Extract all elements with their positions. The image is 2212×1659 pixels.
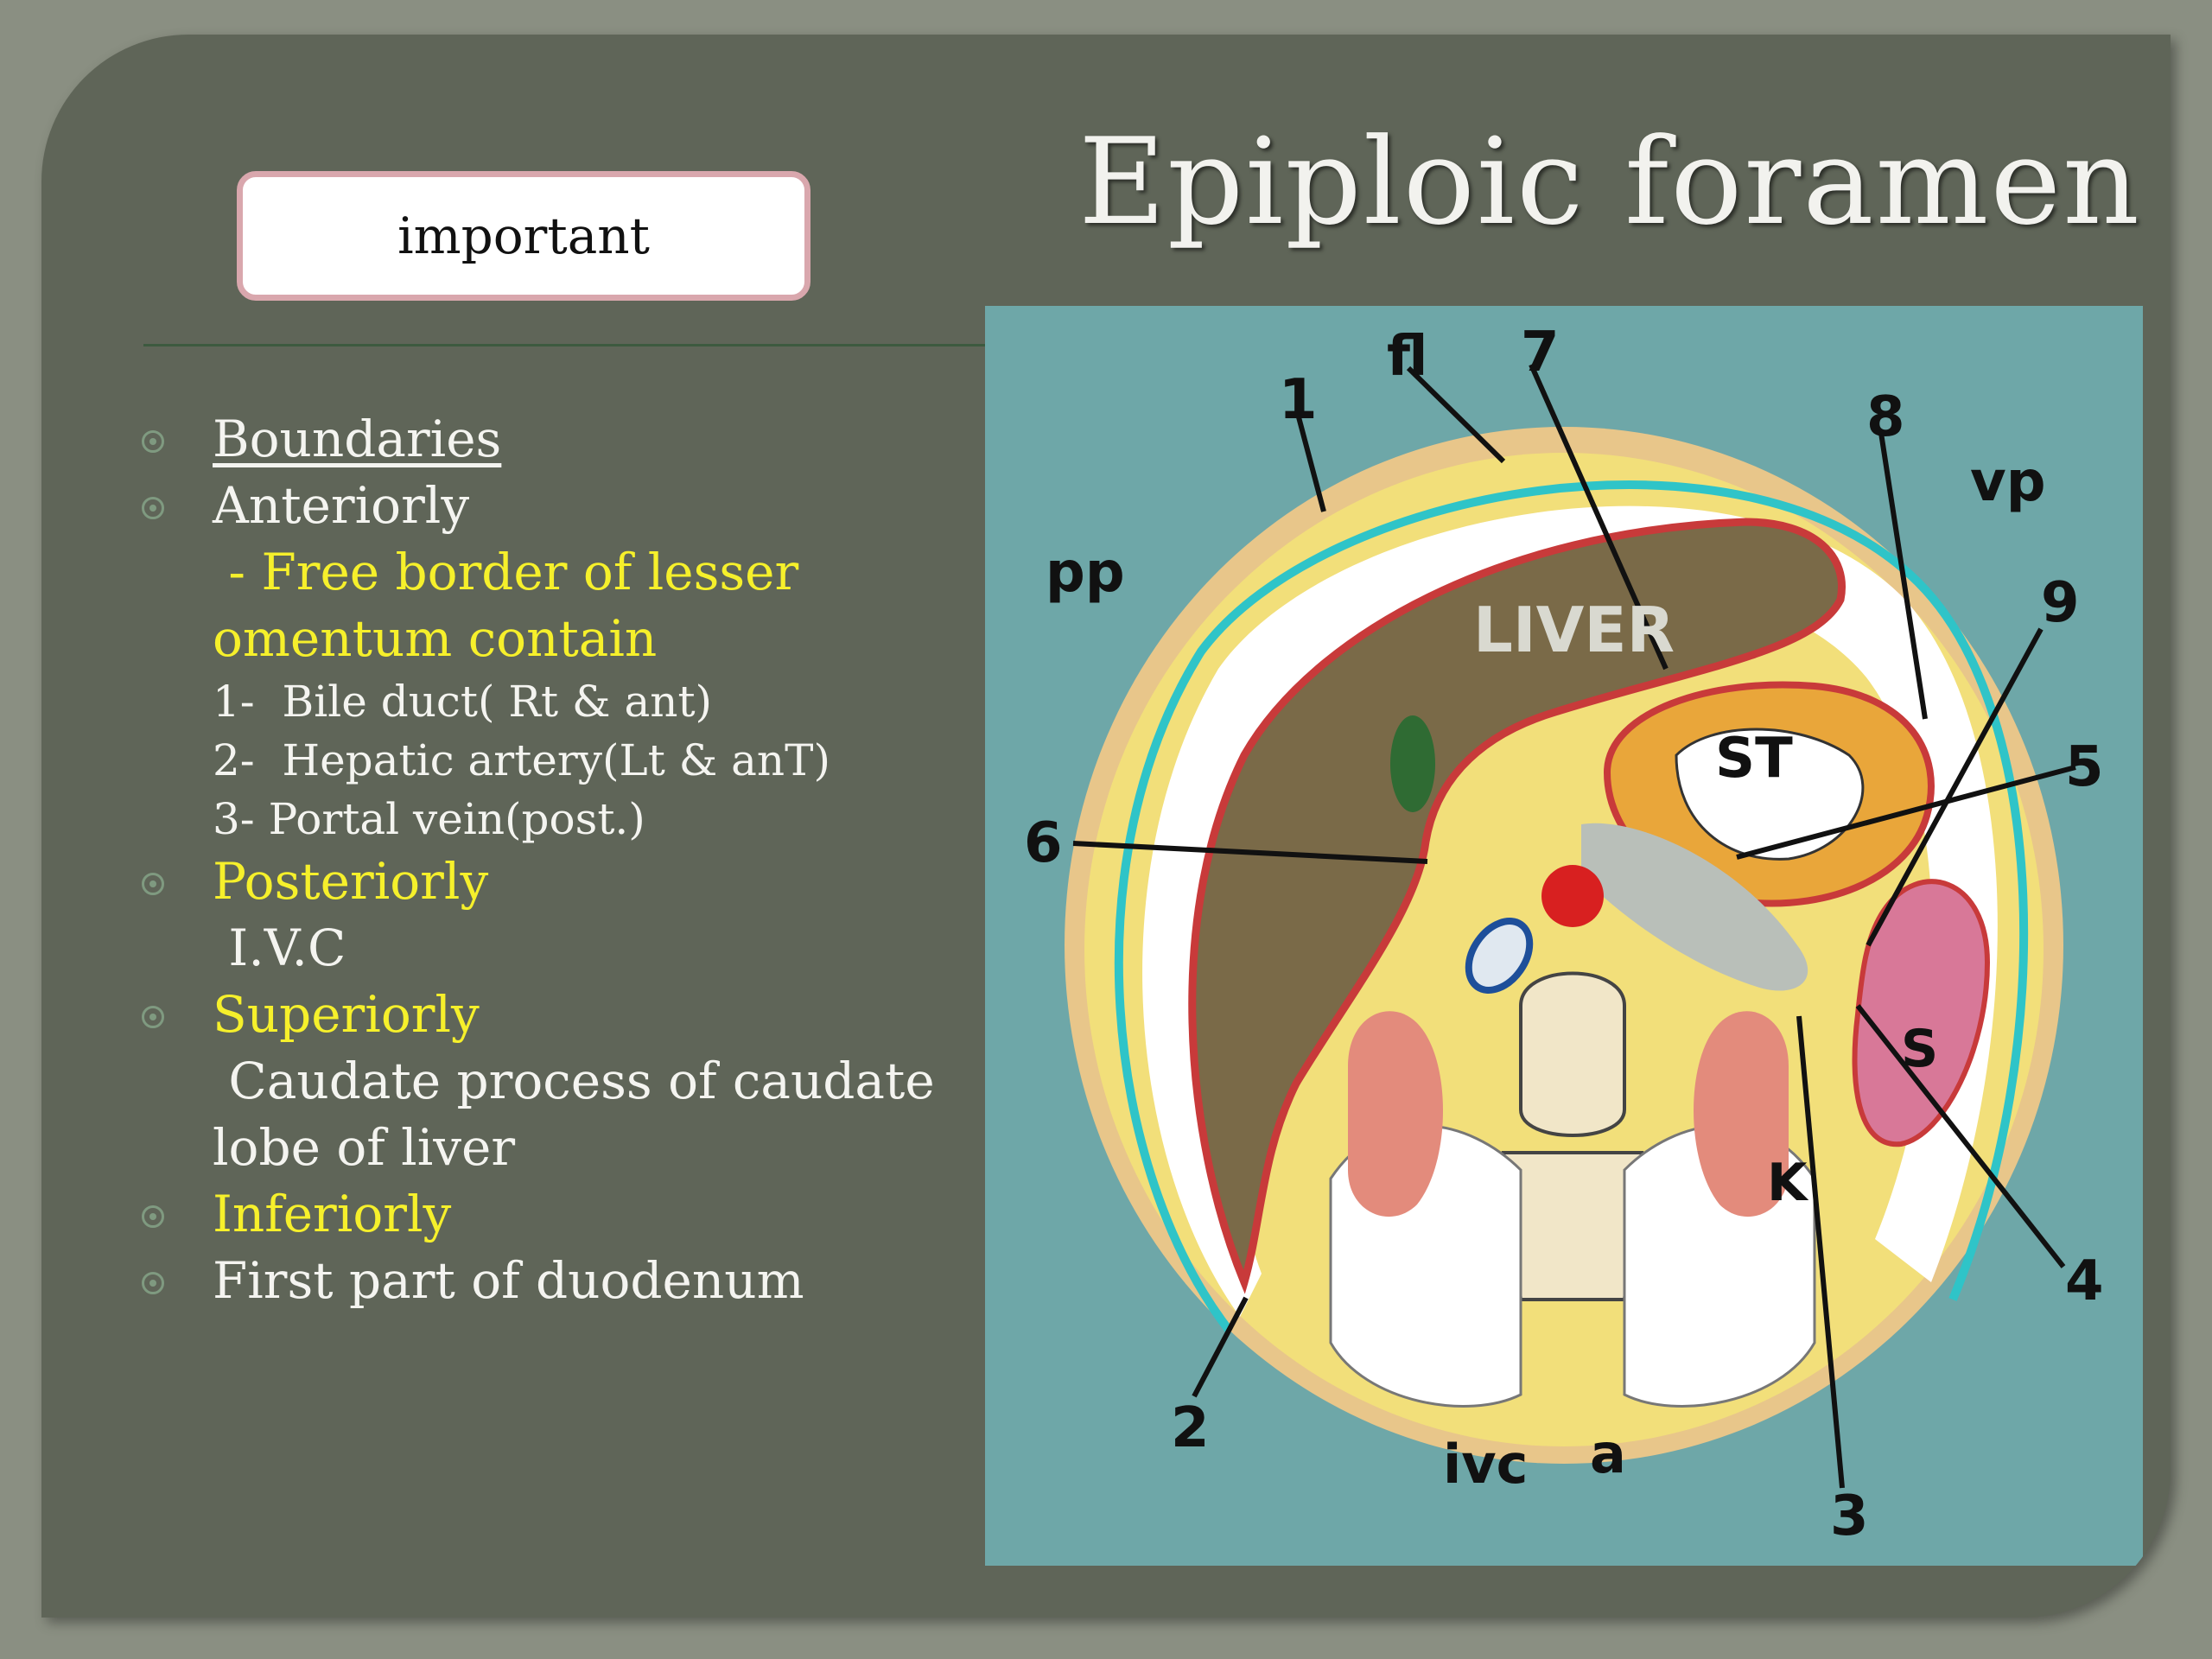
label-2: 2 [1171, 1396, 1210, 1460]
parietal-peritoneum [1114, 480, 2029, 1333]
anterior-item-text: 1- Bile duct( Rt & ant) [213, 677, 713, 727]
back-muscles [1329, 1124, 1816, 1408]
label-vp: vp [1970, 450, 2046, 514]
label-7: 7 [1521, 321, 1560, 385]
label-pp: pp [1046, 541, 1125, 605]
label-liver: LIVER [1473, 594, 1675, 666]
vertebra-spine [1501, 1151, 1644, 1301]
slide: Epiploic foramen important Boundaries An… [41, 35, 2171, 1618]
superior-line-2: lobe of liver [213, 1118, 516, 1177]
bullet-icon [142, 1006, 164, 1028]
label-ivc: ivc [1443, 1433, 1528, 1496]
list-item-boundaries: Boundaries [102, 406, 1009, 473]
list-item-superiorly: Superiorly [102, 982, 1009, 1048]
label-kidney: K [1767, 1153, 1809, 1213]
label-1: 1 [1279, 368, 1318, 432]
anterior-item-text: 2- Hepatic artery(Lt & anT) [213, 735, 830, 785]
important-tag: important [237, 171, 810, 301]
boundaries-list: Boundaries Anteriorly - Free border of l… [102, 406, 1009, 1314]
left-kidney [1348, 1011, 1443, 1217]
anterior-item-text: 3- Portal vein(post.) [213, 794, 645, 844]
bullet-icon [142, 873, 164, 895]
list-item-first-part-duodenum: First part of duodenum [102, 1248, 1009, 1314]
boundaries-heading: Boundaries [213, 410, 502, 468]
posterior-text: I.V.C [102, 915, 1009, 982]
right-kidney [1694, 1011, 1789, 1217]
anteriorly-label: Anteriorly [213, 476, 470, 535]
superior-line-1: Caudate process of caudate [213, 1052, 935, 1110]
vertebra-body [1519, 971, 1626, 1137]
anatomy-cross-section-figure: fl 1 7 8 9 5 6 2 3 4 pp vp LIVER ST S K … [985, 306, 2143, 1566]
stomach-lumen [1675, 728, 1865, 861]
label-fl: fl [1387, 325, 1427, 389]
superior-text-line-2: lobe of liver [102, 1115, 1009, 1181]
label-6: 6 [1024, 811, 1063, 875]
posteriorly-label: Posteriorly [213, 852, 489, 911]
list-item-inferiorly: Inferiorly [102, 1181, 1009, 1248]
label-3: 3 [1830, 1484, 1869, 1548]
superior-text-line-1: Caudate process of caudate [102, 1048, 1009, 1115]
inferior-value: First part of duodenum [213, 1251, 804, 1310]
ivc [1465, 918, 1534, 994]
lesser-sac [1581, 823, 1808, 991]
anterior-item-3: 3- Portal vein(post.) [102, 790, 1009, 849]
important-tag-label: important [397, 207, 650, 265]
superiorly-label: Superiorly [213, 985, 480, 1044]
anterior-text-line-1: - Free border of lesser [102, 539, 1009, 606]
label-stomach: ST [1715, 727, 1793, 791]
label-4: 4 [2065, 1249, 2104, 1313]
divider-line [143, 344, 1033, 346]
posterior-value: I.V.C [213, 918, 346, 977]
leader-lines [1072, 363, 2076, 1489]
anterior-item-2: 2- Hepatic artery(Lt & anT) [102, 731, 1009, 790]
aorta [1541, 865, 1604, 927]
anterior-line-1: - Free border of lesser [213, 543, 799, 601]
label-9: 9 [2041, 571, 2080, 635]
inferiorly-label: Inferiorly [213, 1185, 452, 1243]
label-5: 5 [2065, 735, 2104, 799]
bullet-icon [142, 1272, 164, 1294]
list-item-anteriorly: Anteriorly [102, 473, 1009, 539]
anterior-item-1: 1- Bile duct( Rt & ant) [102, 672, 1009, 731]
label-spleen: S [1901, 1019, 1938, 1079]
bullet-icon [142, 1205, 164, 1228]
anterior-line-2: omentum contain [213, 609, 658, 668]
anterior-text-line-2: omentum contain [102, 606, 1009, 672]
slide-title: Epiploic foramen [1078, 112, 2141, 251]
list-item-posteriorly: Posteriorly [102, 849, 1009, 915]
label-a: a [1590, 1422, 1626, 1485]
cross-section-diagram: fl 1 7 8 9 5 6 2 3 4 pp vp LIVER ST S K … [1024, 321, 2104, 1548]
liver [1188, 518, 1846, 1294]
gallbladder [1390, 715, 1435, 812]
bullet-icon [142, 430, 164, 453]
label-8: 8 [1866, 385, 1905, 449]
spleen [1852, 879, 1991, 1147]
bullet-icon [142, 497, 164, 519]
